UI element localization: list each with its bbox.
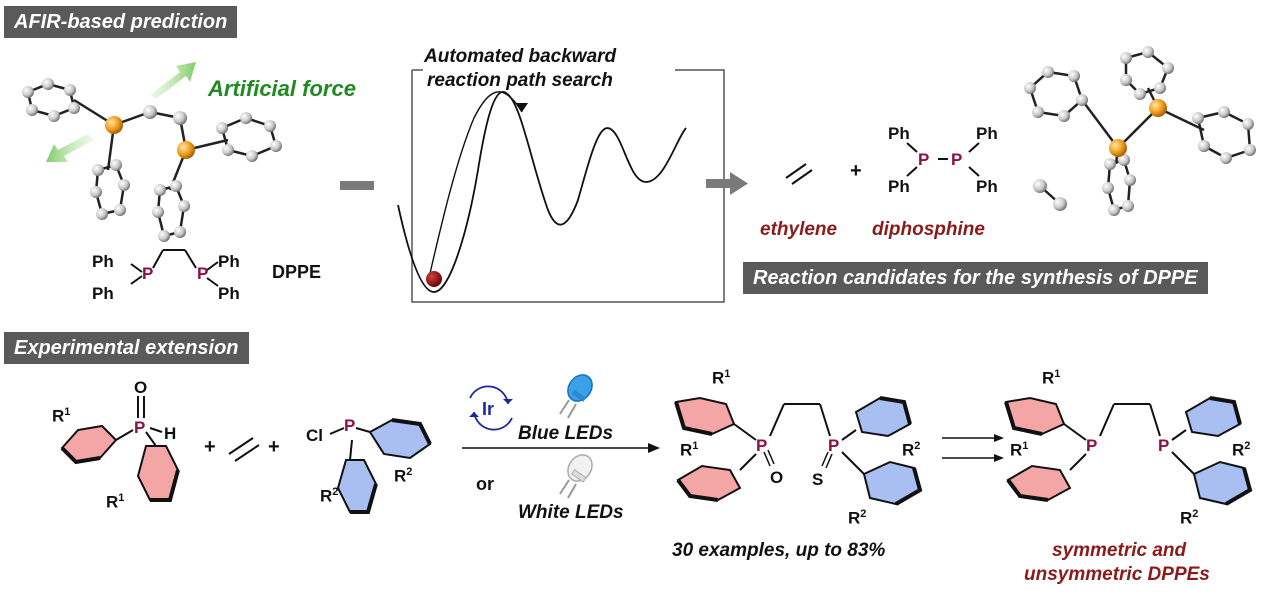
prod1-r1-bottom: R1 xyxy=(680,440,699,460)
result-line2: unsymmetric DPPEs xyxy=(1024,564,1210,585)
white-led-icon xyxy=(559,454,593,499)
double-arrow-icon xyxy=(942,434,1004,462)
chloro-cl: Cl xyxy=(306,426,323,445)
oxide-r1-bottom: R1 xyxy=(106,492,125,512)
candidate-3d-model xyxy=(1028,50,1252,212)
prod2-p-left: P xyxy=(1086,436,1098,455)
ir-catalyst-icon xyxy=(469,385,513,431)
examples-label: 30 examples, up to 83% xyxy=(672,540,886,561)
diphosphine-label: diphosphine xyxy=(872,219,985,240)
blue-led-icon xyxy=(559,374,593,419)
diphos-ph-bottom-left: Ph xyxy=(888,177,910,196)
oxide-p: P xyxy=(134,418,146,437)
white-leds-label: White LEDs xyxy=(518,502,624,523)
chlorophosphine-structure xyxy=(329,418,432,514)
prod1-p-right: P xyxy=(828,436,840,455)
search-label-line1: Automated backward xyxy=(424,46,617,67)
phosphine-oxide-structure xyxy=(60,396,180,502)
diphos-p-right: P xyxy=(951,150,963,169)
plus-top: + xyxy=(850,160,862,182)
search-label-line2: reaction path search xyxy=(427,70,613,91)
minus-sign xyxy=(340,181,374,190)
oxide-o: O xyxy=(134,378,148,397)
diphos-ph-top-right: Ph xyxy=(976,124,998,143)
oxide-r1-top: R1 xyxy=(52,406,71,426)
prod1-o: O xyxy=(770,468,784,487)
dppe-p-right: P xyxy=(197,264,209,283)
diphosphine-structure xyxy=(906,142,980,177)
plus-bottom-2: + xyxy=(268,436,280,458)
experimental-banner: Experimental extension xyxy=(4,332,249,364)
diphos-ph-top-left: Ph xyxy=(888,124,910,143)
ir-label: Ir xyxy=(482,399,495,419)
prod1-r2-bottom: R2 xyxy=(848,508,867,528)
reaction-arrow-icon xyxy=(462,443,660,453)
blue-leds-label: Blue LEDs xyxy=(518,423,614,444)
ethylene-bottom-structure xyxy=(228,437,260,462)
oxide-h: H xyxy=(164,424,177,443)
energy-profile-box xyxy=(397,69,725,303)
prod1-r2-right: R2 xyxy=(902,440,921,460)
artificial-force-label: Artificial force xyxy=(208,76,356,101)
candidate-3d-atoms xyxy=(1024,46,1256,216)
product-oxide-sulfide-structure xyxy=(674,396,923,506)
prod2-r2-bottom: R2 xyxy=(1180,508,1199,528)
dppe-product-structure xyxy=(1004,396,1253,506)
or-label: or xyxy=(476,474,494,494)
gray-arrow-icon xyxy=(706,172,748,195)
dppe-ph-top-right: Ph xyxy=(218,252,240,271)
dppe-label: DPPE xyxy=(272,262,322,282)
dppe-skeletal xyxy=(130,249,219,287)
ethylene-label: ethylene xyxy=(760,219,838,240)
diphos-p-left: P xyxy=(918,150,930,169)
ethylene-structure xyxy=(785,163,813,185)
chloro-p: P xyxy=(344,416,356,435)
chloro-r2-bottom: R2 xyxy=(320,486,339,506)
dppe-ph-bottom-left: Ph xyxy=(92,284,114,303)
diphos-ph-bottom-right: Ph xyxy=(976,177,998,196)
force-arrow-icon xyxy=(46,62,196,162)
plus-bottom-1: + xyxy=(204,436,216,458)
candidates-banner: Reaction candidates for the synthesis of… xyxy=(743,262,1208,294)
prod1-p-left: P xyxy=(756,436,768,455)
dppe-p-left: P xyxy=(142,264,154,283)
dppe-3d-atoms xyxy=(22,78,282,242)
afir-banner: AFIR-based prediction xyxy=(4,6,238,38)
prod1-r1-top: R1 xyxy=(712,368,731,388)
dppe-ph-top-left: Ph xyxy=(92,252,114,271)
chloro-r2-right: R2 xyxy=(394,466,413,486)
prod2-r1-top: R1 xyxy=(1042,368,1061,388)
result-line1: symmetric and xyxy=(1052,540,1187,561)
prod2-p-right: P xyxy=(1158,436,1170,455)
dppe-ph-bottom-right: Ph xyxy=(218,284,240,303)
prod1-s: S xyxy=(812,470,824,489)
prod2-r1-bottom: R1 xyxy=(1010,440,1029,460)
prod2-r2-right: R2 xyxy=(1232,440,1251,460)
